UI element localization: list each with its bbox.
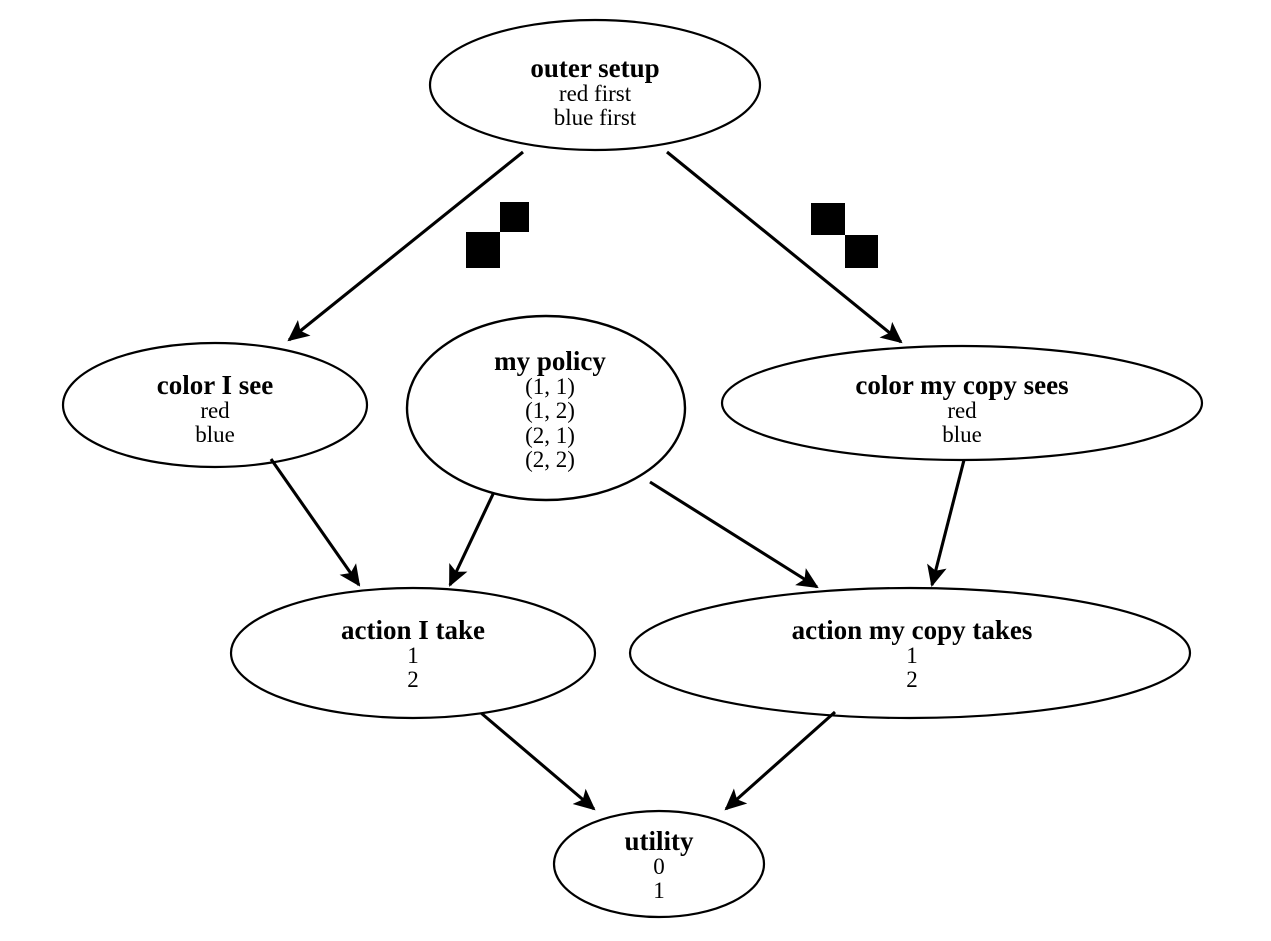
node-ellipse-color-i-see <box>61 341 369 469</box>
checker-marker-left-square-upper <box>500 202 529 232</box>
edge-color-i-see-to-action-i-take <box>269 458 361 587</box>
edge-action-i-take-to-utility <box>472 705 596 811</box>
checker-marker-right-square-upper <box>811 203 845 235</box>
edge-layer <box>269 150 966 811</box>
checker-marker-left-square-lower <box>466 232 500 268</box>
node-ellipse-action-my-copy-takes <box>628 586 1192 720</box>
checker-marker-layer <box>466 202 878 268</box>
edge-my-policy-to-action-my-copy-takes <box>649 480 819 589</box>
node-ellipse-my-policy <box>405 314 687 502</box>
node-outline-layer <box>61 18 1204 919</box>
edge-my-policy-to-action-i-take <box>448 491 496 587</box>
edge-outer-setup-to-color-i-see <box>287 150 524 342</box>
checker-marker-right-square-lower <box>845 235 878 268</box>
edge-outer-setup-to-color-my-copy-sees <box>666 150 903 344</box>
edge-action-my-copy-takes-to-utility <box>724 710 837 811</box>
node-ellipse-outer-setup <box>428 18 762 152</box>
edge-color-my-copy-sees-to-action-my-copy-takes <box>927 459 966 587</box>
node-ellipse-utility <box>552 809 766 919</box>
node-ellipse-action-i-take <box>229 586 597 720</box>
node-ellipse-color-my-copy-sees <box>720 344 1204 462</box>
